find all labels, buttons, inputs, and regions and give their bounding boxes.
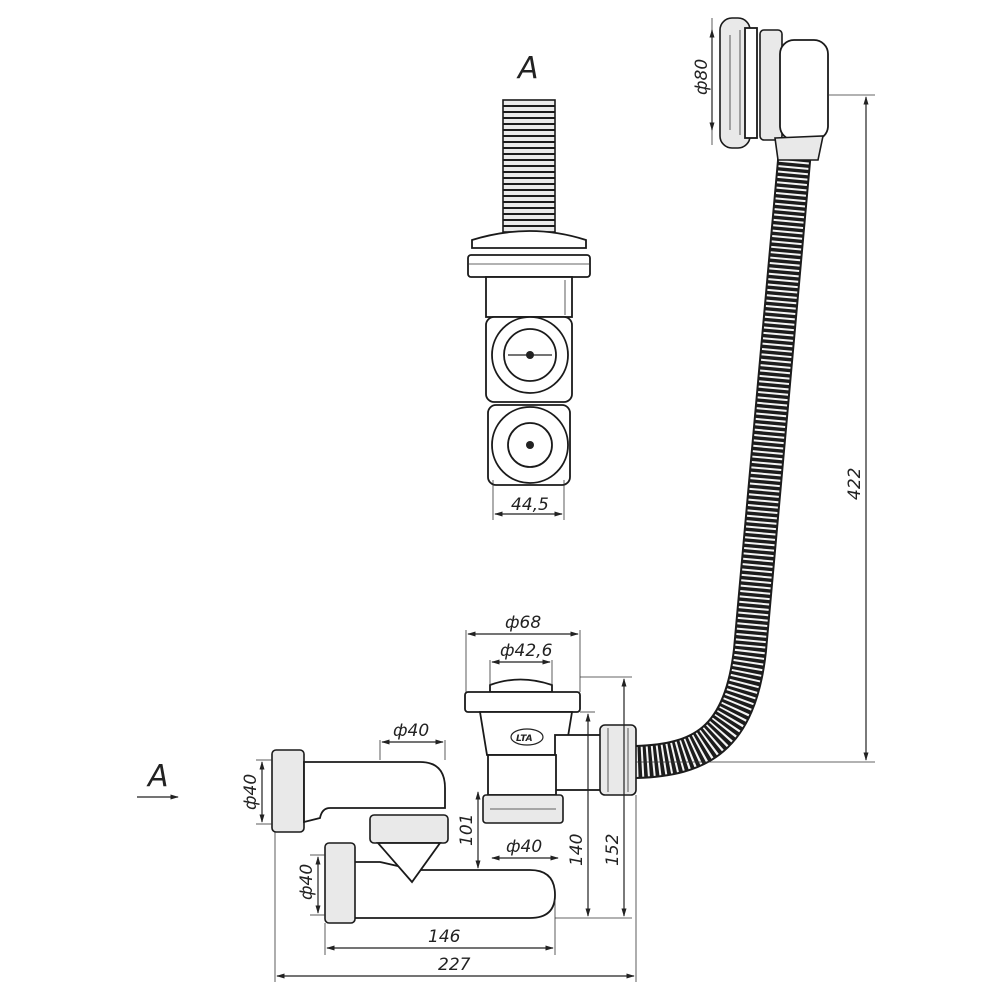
height-152-label: 152 bbox=[603, 834, 623, 866]
hose-height-label: 422 bbox=[845, 468, 865, 500]
section-view-a bbox=[467, 99, 591, 520]
drain-assembly bbox=[271, 678, 637, 924]
overflow-cap bbox=[719, 17, 829, 161]
bottom-outlet-diameter-label: ф40 bbox=[506, 837, 542, 857]
overflow-hose bbox=[635, 148, 812, 779]
lower-inlet-diameter-label: ф40 bbox=[297, 864, 317, 900]
dimension-lines bbox=[137, 18, 875, 982]
height-140-label: 140 bbox=[567, 834, 587, 866]
flange-diameter-label: ф68 bbox=[505, 613, 541, 633]
width-227-label: 227 bbox=[438, 955, 471, 975]
left-inlet-diameter-label: ф40 bbox=[241, 774, 261, 810]
width-146-label: 146 bbox=[428, 927, 461, 947]
brand-logo bbox=[510, 728, 544, 746]
height-101-label: 101 bbox=[457, 814, 477, 846]
elbow-diameter-label: ф40 bbox=[393, 721, 429, 741]
outlet-diameter-label: ф42,6 bbox=[500, 641, 553, 661]
cap-diameter-label: ф80 bbox=[692, 59, 712, 95]
brand-logo-text: LTA bbox=[516, 734, 533, 744]
section-view-label: A bbox=[516, 51, 539, 86]
drain-width-label: 44,5 bbox=[511, 495, 549, 515]
view-arrow-label: A bbox=[146, 759, 169, 794]
